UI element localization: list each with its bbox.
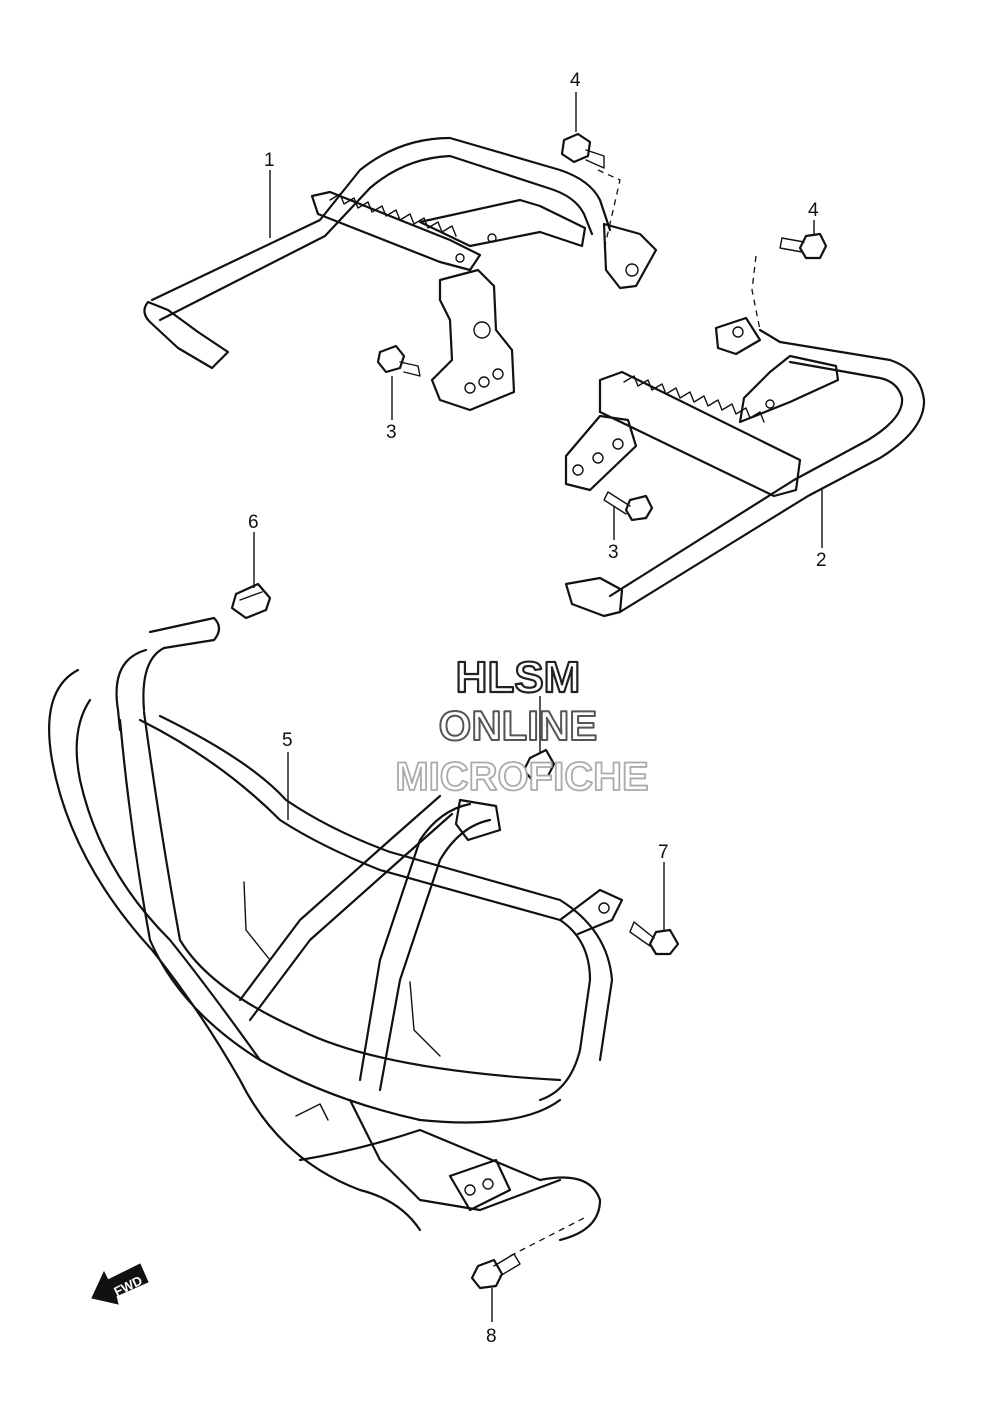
watermark-line3: MICROFICHE xyxy=(395,755,648,799)
callout-4-lower: 4 xyxy=(808,200,819,221)
cap-6-upper xyxy=(230,582,272,620)
callout-7: 7 xyxy=(658,842,669,863)
callout-3-lower: 3 xyxy=(608,542,619,563)
callout-3-upper: 3 xyxy=(386,422,397,443)
bolt-4-upper xyxy=(560,132,605,169)
watermark-line1: HLSM xyxy=(456,653,581,702)
footrest-bracket-right xyxy=(564,255,926,618)
fwd-arrow-icon: FWD xyxy=(91,1263,149,1305)
callout-8: 8 xyxy=(486,1326,497,1347)
leader-lines xyxy=(253,92,823,1322)
callout-5: 5 xyxy=(282,730,293,751)
bolt-3-lower xyxy=(603,491,654,522)
callout-1: 1 xyxy=(264,150,275,171)
guard-frame xyxy=(48,616,624,1242)
callout-labels: 1 4 4 3 3 2 6 5 7 8 xyxy=(248,70,827,1347)
callout-6-upper: 6 xyxy=(248,512,259,533)
cap-6-lower xyxy=(522,748,556,782)
watermark: HLSM ONLINE MICROFICHE xyxy=(394,652,649,800)
bolt-3-upper xyxy=(376,344,421,377)
bolt-4-lower xyxy=(779,232,828,260)
callout-4-upper: 4 xyxy=(570,70,581,91)
footrest-bracket-left xyxy=(143,136,658,412)
watermark-line2: ONLINE xyxy=(439,702,598,749)
callout-2: 2 xyxy=(816,550,827,571)
bolt-7 xyxy=(629,921,680,956)
bolt-8 xyxy=(470,1217,585,1290)
